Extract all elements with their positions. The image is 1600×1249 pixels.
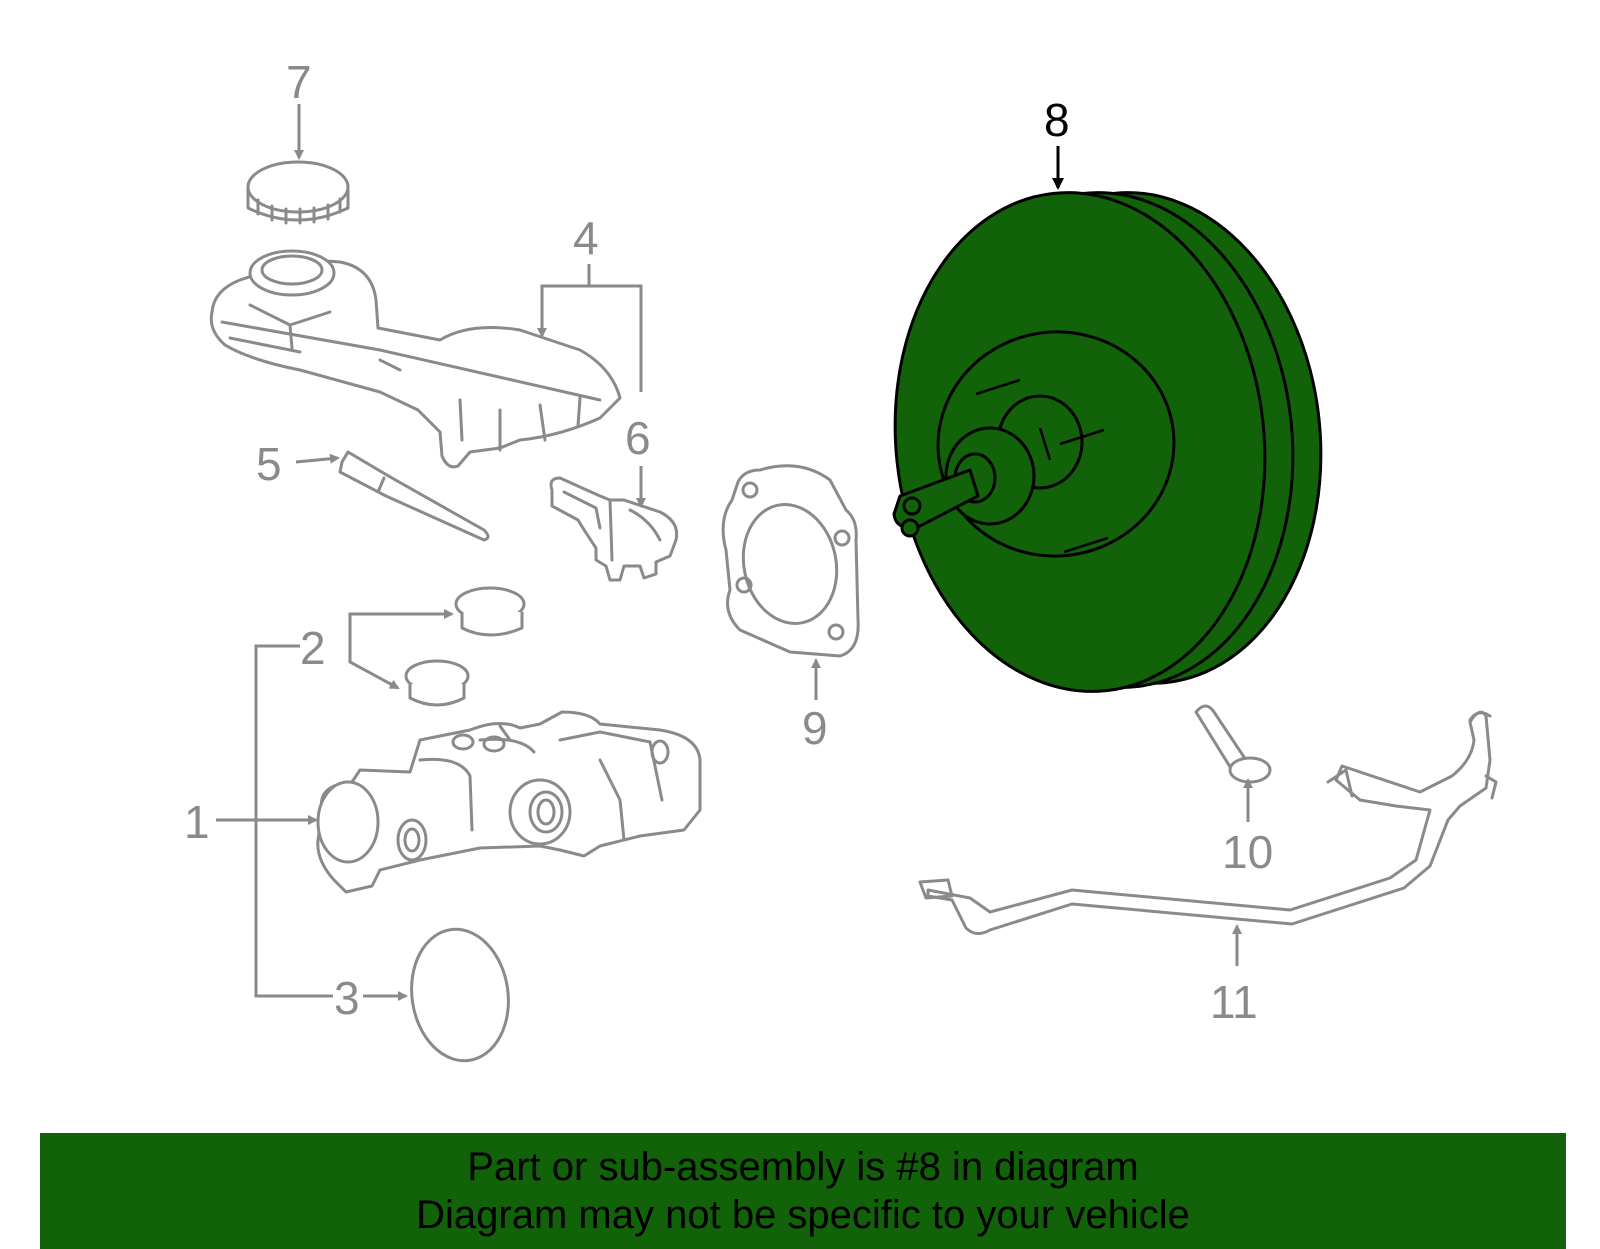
callout-9[interactable]: 9: [802, 702, 828, 754]
info-banner: Part or sub-assembly is #8 in diagram Di…: [40, 1133, 1566, 1249]
part-8-brake-booster[interactable]: [871, 174, 1345, 710]
callout-1[interactable]: 1: [184, 796, 210, 848]
callout-5[interactable]: 5: [256, 438, 282, 490]
part-6-switch[interactable]: [549, 476, 679, 582]
part-5-sensor[interactable]: [338, 450, 490, 542]
banner-line-2: Diagram may not be specific to your vehi…: [416, 1193, 1190, 1237]
part-10-pin[interactable]: [1194, 704, 1272, 784]
part-11-vacuum-hose[interactable]: [918, 710, 1498, 935]
banner-line-1: Part or sub-assembly is #8 in diagram: [467, 1145, 1139, 1189]
callout-11[interactable]: 11: [1210, 976, 1258, 1028]
callout-3[interactable]: 3: [334, 972, 360, 1024]
callout-2[interactable]: 2: [300, 622, 326, 674]
part-7-reservoir-cap[interactable]: [246, 160, 350, 225]
part-9-gasket[interactable]: [721, 464, 860, 658]
callout-8[interactable]: 8: [1044, 94, 1070, 146]
callout-6[interactable]: 6: [625, 412, 651, 464]
part-1-master-cylinder[interactable]: [316, 710, 702, 894]
callout-7[interactable]: 7: [286, 56, 312, 108]
callout-4[interactable]: 4: [573, 212, 599, 264]
callout-10[interactable]: 10: [1222, 826, 1273, 878]
leader-lines: [216, 104, 1253, 1001]
part-3-o-ring[interactable]: [403, 923, 516, 1067]
part-4-reservoir[interactable]: [209, 249, 622, 469]
part-2-grommets[interactable]: [404, 586, 526, 707]
callout-labels: 1 2 3 4 5 6 7 8 9 10 11: [184, 56, 1273, 1028]
